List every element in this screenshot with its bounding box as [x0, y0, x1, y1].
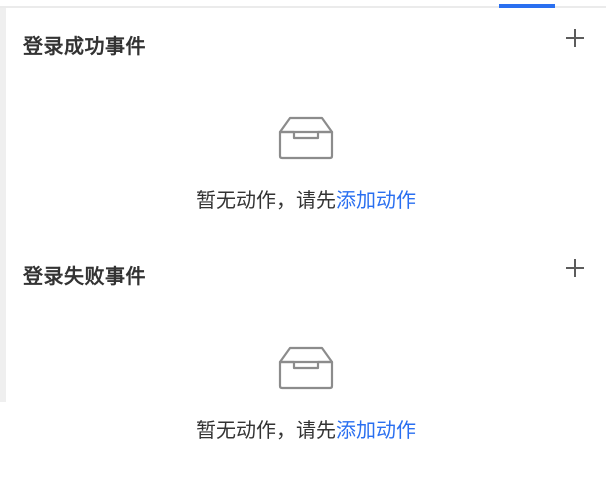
- active-tab-indicator: [499, 4, 555, 8]
- empty-state: 暂无动作，请先添加动作: [6, 346, 606, 456]
- empty-text: 暂无动作，请先: [196, 188, 336, 212]
- inbox-icon: [278, 116, 334, 160]
- add-action-button[interactable]: [564, 28, 588, 52]
- add-action-button[interactable]: [564, 258, 588, 282]
- plus-icon: [566, 29, 584, 47]
- empty-message: 暂无动作，请先添加动作: [6, 414, 606, 443]
- section-title: 登录成功事件: [23, 34, 146, 58]
- login-failure-section: 登录失败事件 暂无动作，请先添加动作: [6, 258, 606, 458]
- login-success-section: 登录成功事件 暂无动作，请先添加动作: [6, 28, 606, 228]
- add-action-link[interactable]: 添加动作: [336, 188, 416, 212]
- section-header: 登录失败事件: [6, 258, 606, 288]
- empty-text: 暂无动作，请先: [196, 418, 336, 442]
- empty-state: 暂无动作，请先添加动作: [6, 116, 606, 226]
- inbox-icon: [278, 346, 334, 390]
- plus-icon: [566, 259, 584, 277]
- tab-bar-divider: [0, 6, 606, 8]
- section-title: 登录失败事件: [23, 264, 146, 288]
- add-action-link[interactable]: 添加动作: [336, 418, 416, 442]
- empty-message: 暂无动作，请先添加动作: [6, 184, 606, 213]
- left-scroll-strip: [0, 8, 6, 402]
- section-header: 登录成功事件: [6, 28, 606, 58]
